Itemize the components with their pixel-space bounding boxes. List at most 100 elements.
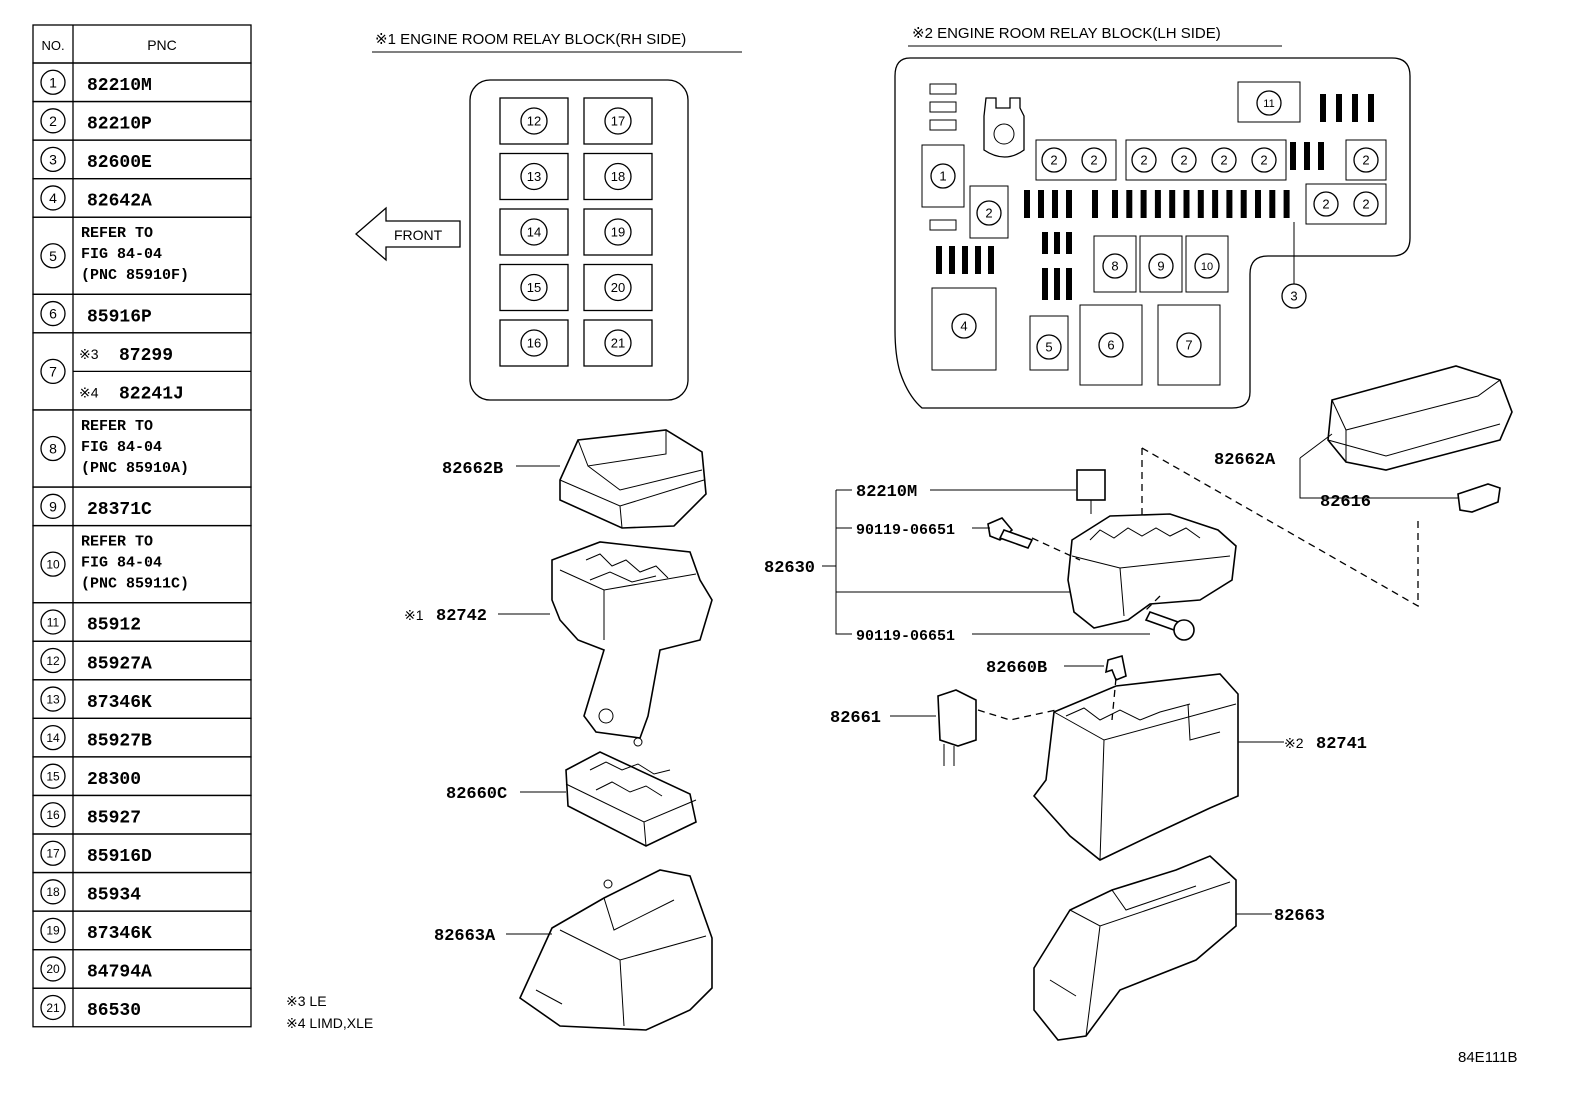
fuse-bar: [1054, 268, 1060, 300]
lh-marker-label: 4: [960, 319, 967, 334]
row-number-marker: 3: [40, 146, 66, 173]
lh-marker: 1: [930, 163, 956, 189]
label-82660C: 82660C: [446, 785, 507, 804]
pnc-code: 82210P: [87, 115, 152, 135]
bracket-82660B: [1104, 654, 1127, 682]
row-number-marker-label: 8: [49, 441, 57, 457]
row-number-marker-label: 4: [49, 190, 57, 206]
clip-82616: [1457, 483, 1501, 513]
relay-slot: 14: [499, 208, 569, 256]
lh-marker: 2: [1353, 147, 1379, 173]
rh-relay-block-82742: [551, 541, 713, 747]
rh-cover-82662B: [559, 429, 707, 529]
fuse-bar: [1183, 190, 1190, 218]
fuse-bar: [1154, 190, 1161, 218]
fuse-bar: [1368, 94, 1374, 122]
lh-marker-label: 2: [1322, 197, 1329, 212]
slot-number-marker: 16: [520, 329, 548, 357]
pnc-code: 85927: [87, 808, 141, 828]
slot-number-marker: 20: [604, 273, 632, 302]
fuse-bar: [1318, 142, 1324, 170]
pnc-code: 28371C: [87, 500, 152, 520]
rh-block-title: ※1 ENGINE ROOM RELAY BLOCK(RH SIDE): [375, 31, 686, 48]
front-arrow-icon: [355, 206, 461, 262]
row-number-marker-label: 1: [49, 74, 57, 90]
row-number-marker: 20: [40, 956, 66, 982]
row-number-marker: 2: [40, 108, 66, 134]
fuse-bars: [936, 94, 1374, 300]
pnc-code: 86530: [87, 1001, 141, 1021]
pnc-reference-line: (PNC 85911C): [81, 576, 189, 593]
table-row: 13 87346K: [32, 679, 252, 719]
label-82663A: 82663A: [434, 927, 496, 946]
lh-marker-label: 10: [1201, 261, 1213, 273]
connector-82661: [937, 689, 977, 766]
label-82210M: 82210M: [856, 483, 917, 502]
row-number-marker: 14: [40, 724, 66, 751]
lh-marker: 2: [1171, 147, 1197, 173]
pnc-reference-line: FIG 84-04: [81, 439, 162, 456]
row-number-marker: 12: [40, 647, 66, 674]
lh-marker: 7: [1176, 332, 1202, 358]
lh-marker: 2: [1313, 191, 1339, 217]
pnc-reference-line: (PNC 85910A): [81, 460, 189, 477]
relay-slot: 17: [583, 97, 653, 145]
row-number-marker: 13: [40, 686, 66, 712]
relay-slot: 21: [583, 319, 653, 367]
lh-marker: 4: [951, 313, 977, 339]
label-90119-lower: 90119-06651: [856, 628, 955, 645]
pnc-code: 87346K: [87, 693, 152, 713]
figure-code: 84E111B: [1458, 1049, 1518, 1066]
front-label: FRONT: [394, 227, 443, 243]
slot-number-marker-label: 13: [527, 169, 541, 184]
lh-marker-label: 1: [939, 169, 946, 184]
slot-number-marker-label: 21: [611, 336, 625, 351]
row-number-marker: 10: [40, 551, 66, 577]
fuse-bar: [1283, 190, 1290, 218]
fuse-bar: [1066, 268, 1072, 300]
fuse-bar: [1140, 190, 1147, 218]
row-number-marker: 11: [40, 609, 66, 635]
fuse-bar: [1042, 232, 1048, 254]
pnc-reference-line: (PNC 85910F): [81, 267, 189, 284]
row-number-marker-label: 3: [49, 151, 57, 167]
row-number-marker: 4: [40, 185, 66, 211]
row-number-marker-label: 15: [46, 769, 60, 783]
row-number-marker: 1: [40, 69, 66, 95]
table-row: 16 85927: [32, 794, 252, 835]
lh-marker: 11: [1256, 90, 1282, 116]
slot-number-marker: 18: [604, 162, 632, 191]
lh-cover-82662A: [1327, 365, 1513, 471]
slot-number-marker-label: 14: [527, 225, 541, 240]
lh-marker: 6: [1098, 332, 1124, 358]
row-number-marker: 16: [40, 802, 66, 828]
row-number-marker: 19: [40, 917, 66, 944]
row-number-marker-label: 6: [49, 306, 57, 322]
fuse-bar: [1042, 268, 1048, 300]
relay-slot: 15: [499, 263, 569, 312]
table-row: 2 82210P: [32, 100, 252, 141]
fuse-bar: [1169, 190, 1176, 218]
slot-number-marker: 15: [520, 273, 548, 302]
row-number-marker: 18: [40, 879, 66, 905]
label-82663: 82663: [1274, 907, 1325, 926]
pnc-code: 82210M: [87, 76, 152, 96]
pnc-code: 85916P: [87, 307, 152, 327]
label-82662A: 82662A: [1214, 451, 1276, 470]
header-pnc: PNC: [147, 37, 177, 53]
row-number-marker-label: 20: [46, 962, 60, 976]
rh-relay-holder-82660C: [565, 751, 697, 847]
note-le: ※3 LE: [286, 993, 327, 1009]
relay-slot: 20: [583, 263, 653, 312]
